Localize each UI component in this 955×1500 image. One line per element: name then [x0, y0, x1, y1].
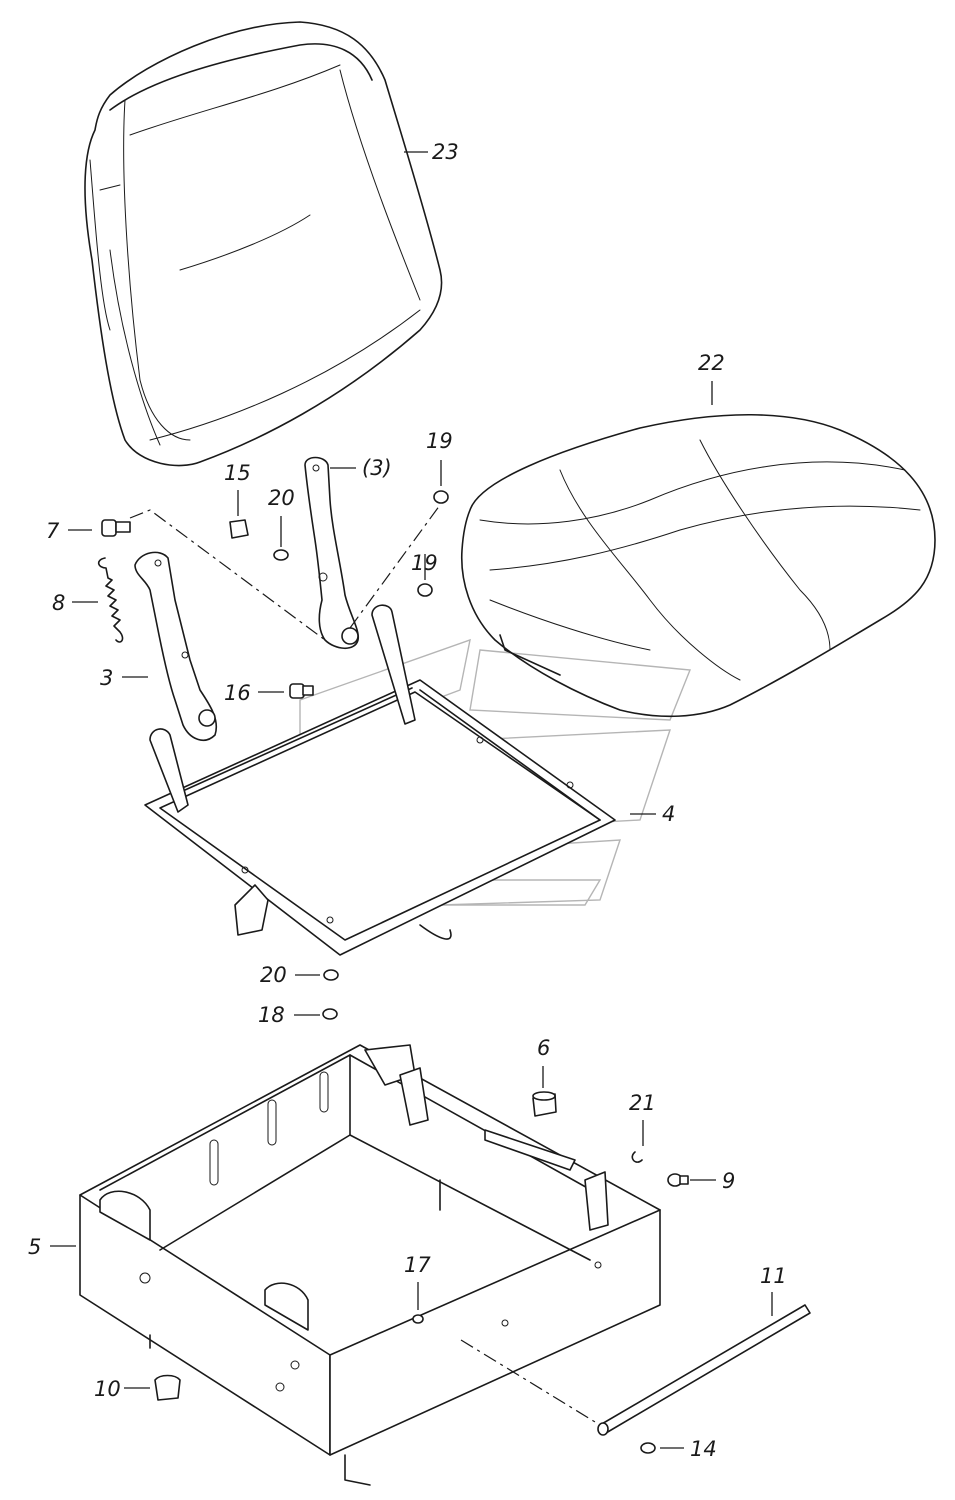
callout-19-top: 19 [426, 429, 453, 453]
adjuster-bracket-right [304, 456, 360, 650]
clip-21 [631, 1151, 643, 1163]
callout-10: 10 [94, 1377, 121, 1401]
callout-17: 17 [404, 1253, 431, 1277]
callout-3: 3 [100, 666, 113, 690]
nut-19-mid [417, 583, 433, 597]
callout-3-bracketed: (3) [362, 456, 392, 480]
callout-7: 7 [46, 519, 60, 543]
tension-spring [97, 557, 124, 643]
callout-21: 21 [629, 1091, 656, 1115]
callout-8: 8 [52, 591, 65, 615]
rod-11 [597, 1304, 811, 1436]
nut-15 [229, 519, 249, 539]
bumper-10 [154, 1374, 181, 1401]
leader-lines [50, 151, 773, 1449]
callout-5: 5 [28, 1235, 41, 1259]
bumper-6 [532, 1091, 557, 1117]
screw-7 [101, 519, 131, 537]
callout-18: 18 [258, 1003, 285, 1027]
callout-15: 15 [224, 461, 251, 485]
callout-9: 9 [722, 1169, 735, 1193]
callout-16: 16 [224, 681, 251, 705]
bolt-16 [289, 683, 314, 699]
washer-20-top [273, 549, 289, 561]
backrest-cushion [84, 21, 443, 467]
callout-11: 11 [760, 1264, 787, 1288]
callout-4: 4 [662, 802, 675, 826]
washer-20-bottom [323, 969, 339, 981]
callout-6: 6 [537, 1036, 550, 1060]
seat-base [79, 1044, 661, 1486]
seat-cushion [460, 413, 936, 718]
callout-23: 23 [432, 140, 459, 164]
plug-17 [412, 1314, 424, 1324]
nut-18 [322, 1008, 338, 1020]
seat-frame [144, 604, 616, 956]
callout-labels: 23 22 19 (3) 15 20 7 19 8 3 16 4 20 18 6… [28, 140, 787, 1461]
adjuster-bracket-left [134, 551, 218, 741]
pin-9 [667, 1173, 689, 1187]
nut-19-top [433, 490, 449, 504]
callout-20-bottom: 20 [260, 963, 287, 987]
assembly-lines [129, 504, 601, 1426]
callout-14: 14 [690, 1437, 717, 1461]
callout-20-top: 20 [268, 486, 295, 510]
callout-22: 22 [698, 351, 725, 375]
callout-19-mid: 19 [411, 551, 438, 575]
screw-14 [640, 1442, 656, 1454]
